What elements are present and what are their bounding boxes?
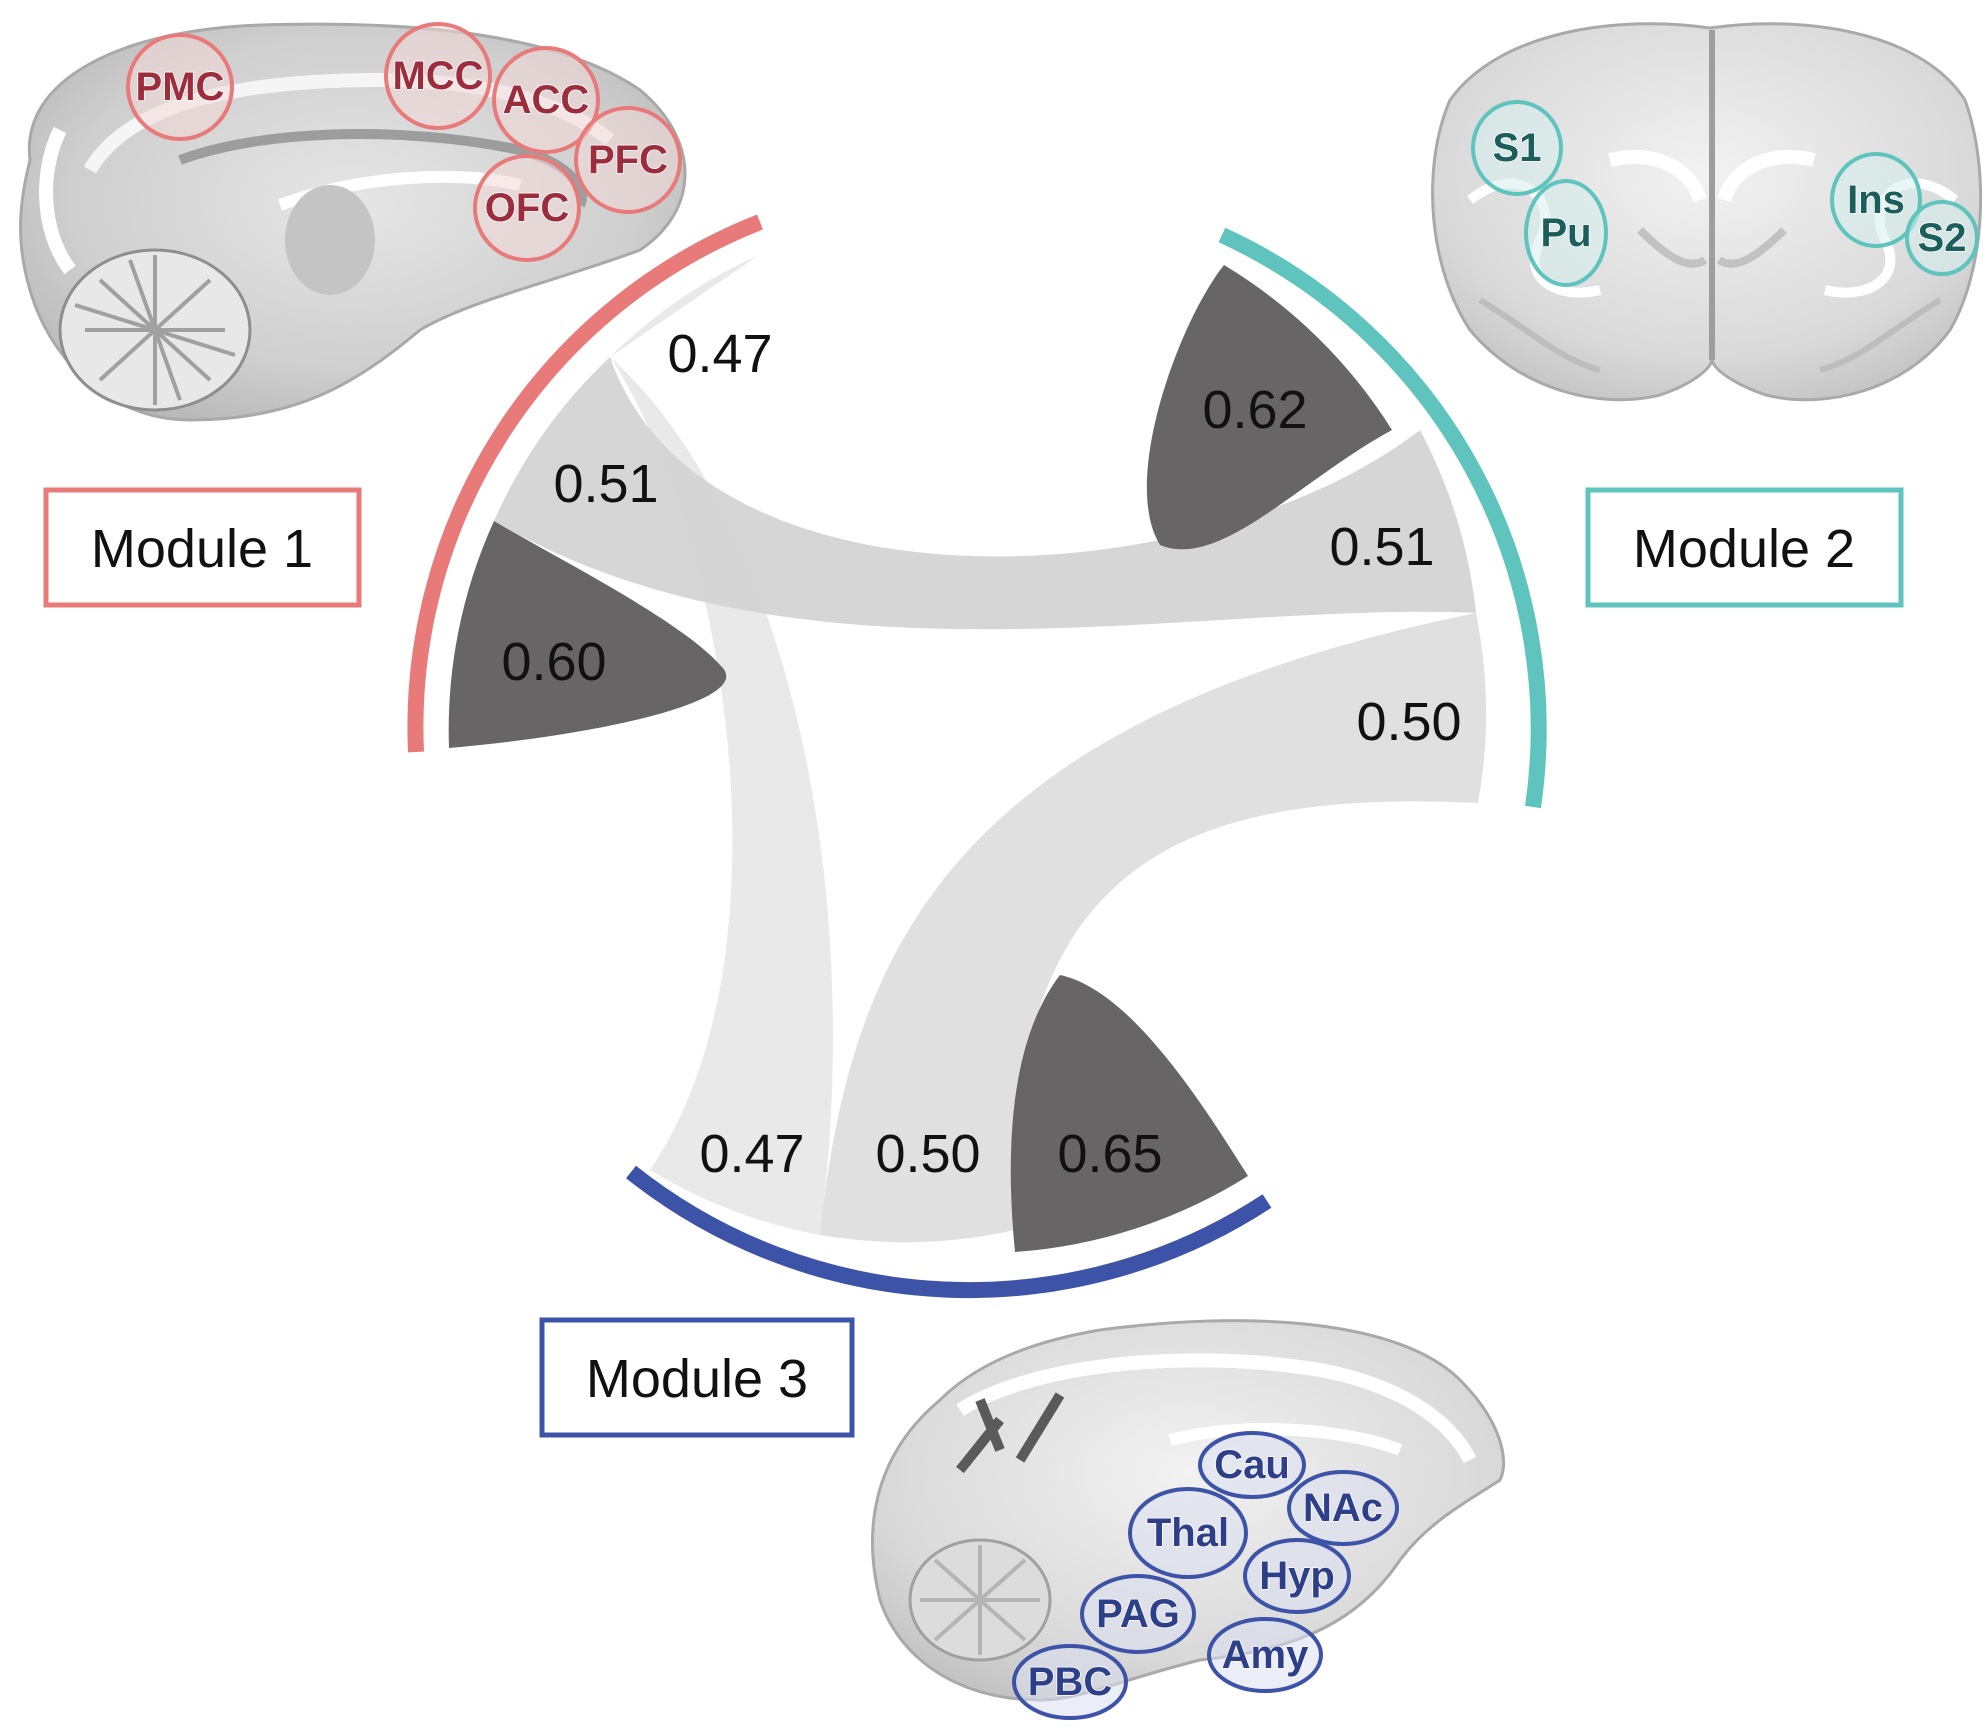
region-marker-pmc: PMC <box>126 33 234 141</box>
chord-module2-self <box>1146 265 1392 550</box>
region-marker-ofc: OFC <box>473 154 581 262</box>
region-marker-s1: S1 <box>1471 100 1563 196</box>
region-label-ins: Ins <box>1847 178 1905 222</box>
region-label-pag: PAG <box>1096 1592 1180 1636</box>
chords <box>448 255 1487 1252</box>
module1-region-markers: PMC MCC ACC PFC OFC <box>126 22 682 262</box>
module3-region-markers: Cau NAc Thal Hyp PAG Amy PBC <box>1012 1431 1399 1720</box>
value-m3-self: 0.65 <box>1057 1124 1162 1184</box>
value-m2-self: 0.62 <box>1202 380 1307 440</box>
chord-module1-module2 <box>494 357 1476 630</box>
region-label-pbc: PBC <box>1028 1660 1112 1704</box>
module1-label-box: Module 1 <box>43 487 362 608</box>
region-label-cau: Cau <box>1214 1443 1290 1487</box>
region-label-pfc: PFC <box>588 138 668 182</box>
value-m2-m3-at-m3: 0.50 <box>875 1124 980 1184</box>
region-label-mcc: MCC <box>392 54 483 98</box>
region-marker-mcc: MCC <box>384 22 492 130</box>
region-marker-pbc: PBC <box>1012 1644 1128 1720</box>
region-marker-pfc: PFC <box>574 106 682 214</box>
region-label-thal: Thal <box>1147 1511 1229 1555</box>
region-marker-ins: Ins <box>1830 152 1922 248</box>
region-label-s2: S2 <box>1918 216 1967 260</box>
region-marker-pu: Pu <box>1524 179 1608 287</box>
chord-module2-module3 <box>820 613 1487 1243</box>
module3-label: Module 3 <box>586 1349 808 1409</box>
module3-label-box: Module 3 <box>539 1317 855 1438</box>
region-label-acc: ACC <box>503 78 590 122</box>
module2-label: Module 2 <box>1633 519 1855 579</box>
value-m2-m3-at-m2: 0.50 <box>1356 692 1461 752</box>
chord-module1-self <box>448 521 727 748</box>
region-marker-s2: S2 <box>1905 200 1979 276</box>
region-label-s1: S1 <box>1493 126 1542 170</box>
region-marker-hyp: Hyp <box>1243 1538 1351 1614</box>
region-label-pu: Pu <box>1540 211 1591 255</box>
region-marker-acc: ACC <box>492 46 600 154</box>
module-arcs <box>407 214 1547 1299</box>
region-label-amy: Amy <box>1222 1633 1309 1677</box>
value-m1-self: 0.60 <box>501 632 606 692</box>
value-m1-m3-at-m3: 0.47 <box>699 1124 804 1184</box>
region-label-nac: NAc <box>1303 1486 1383 1530</box>
region-label-hyp: Hyp <box>1259 1554 1335 1598</box>
value-m1-m2-at-m2: 0.51 <box>1329 517 1434 577</box>
module3-arc <box>626 1165 1272 1299</box>
chord-module1-module3 <box>610 255 833 1235</box>
value-m1-m2-at-m1: 0.51 <box>553 454 658 514</box>
region-marker-cau: Cau <box>1198 1431 1306 1499</box>
region-label-ofc: OFC <box>485 186 569 230</box>
module2-label-box: Module 2 <box>1585 487 1904 608</box>
region-marker-thal: Thal <box>1128 1487 1248 1579</box>
module1-label: Module 1 <box>91 519 313 579</box>
module1-arc <box>407 214 763 753</box>
value-labels: 0.47 0.51 0.60 0.62 0.51 0.50 0.47 0.50 … <box>501 324 1461 1184</box>
region-marker-nac: NAc <box>1287 1470 1399 1546</box>
region-marker-pag: PAG <box>1080 1574 1196 1654</box>
value-m1-m3-at-m1: 0.47 <box>667 324 772 384</box>
module2-region-markers: S1 Pu Ins S2 <box>1471 100 1979 287</box>
chord-module3-self <box>1010 975 1248 1252</box>
region-marker-amy: Amy <box>1207 1617 1323 1693</box>
region-label-pmc: PMC <box>136 65 225 109</box>
module2-arc <box>1218 227 1547 809</box>
